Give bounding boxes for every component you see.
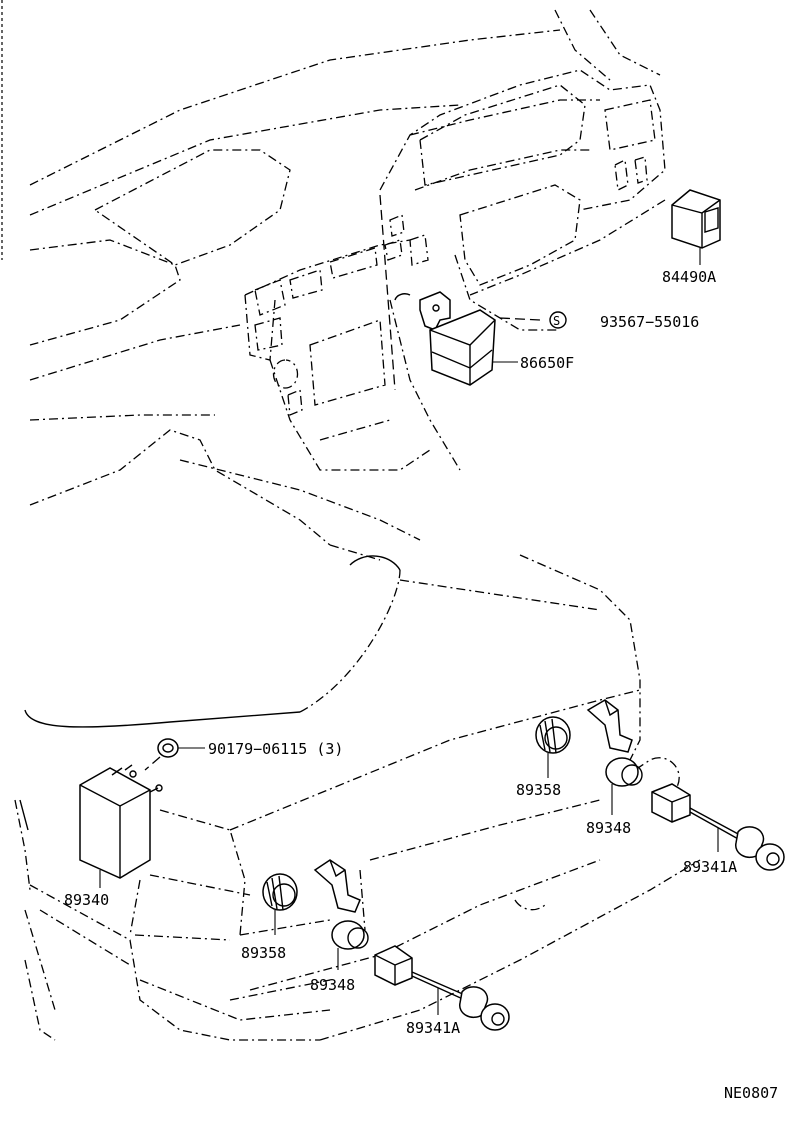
label-93567-55016: 93567−55016: [600, 313, 699, 331]
relay-86650f-part: [394, 291, 541, 386]
label-89348-left: 89348: [310, 976, 355, 994]
rear-bumper-outline: [14, 554, 701, 1041]
nut-90179-part: [144, 738, 205, 771]
sensor-89341a-left-part: [374, 945, 510, 1031]
switch-84490a-part: [671, 189, 721, 265]
ecu-89340-part: [79, 764, 163, 888]
bracket-89348-left-part: [313, 859, 369, 970]
label-89358-right: 89358: [516, 781, 561, 799]
diagram-code: NE0807: [724, 1084, 778, 1102]
instrument-panel-outline: [29, 9, 666, 561]
label-89341a-right: 89341A: [683, 858, 737, 876]
label-86650f: 86650F: [520, 354, 574, 372]
label-89341a-left: 89341A: [406, 1019, 460, 1037]
sensor-89341a-right-part: [651, 783, 785, 871]
label-84490a: 84490A: [662, 268, 716, 286]
sensor-cap-89358-right-part: [535, 716, 571, 778]
label-89348-right: 89348: [586, 819, 631, 837]
bracket-89348-right-part: [586, 699, 643, 815]
label-89340: 89340: [64, 891, 109, 909]
standard-part-symbol: S: [549, 311, 567, 329]
sensor-cap-89358-left-part: [262, 873, 298, 935]
label-89358-left: 89358: [241, 944, 286, 962]
standard-part-s: S: [553, 314, 560, 328]
label-90179-06115: 90179−06115 (3): [208, 740, 343, 758]
